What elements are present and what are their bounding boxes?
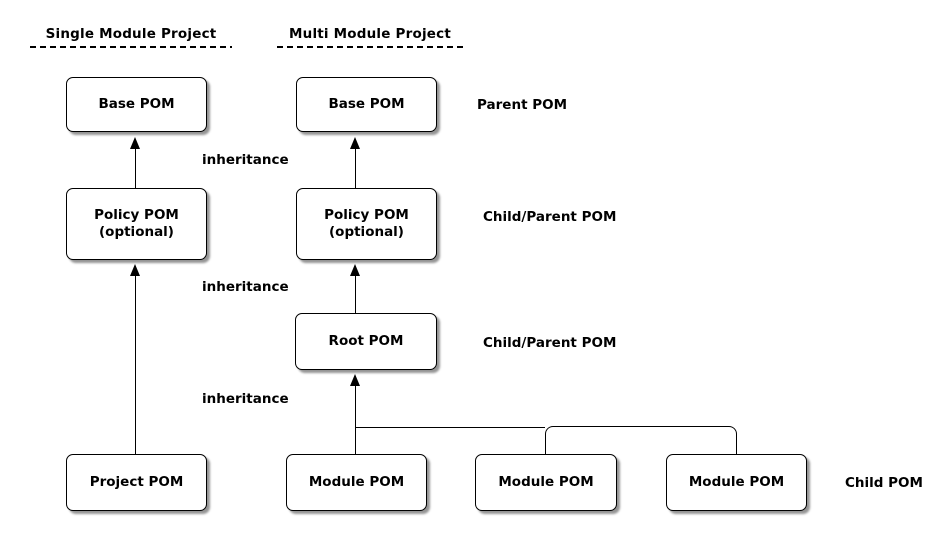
role-label-child-parent-pom-2: Child/Parent POM	[483, 335, 617, 351]
box-base-pom-multi: Base POM	[296, 77, 437, 132]
box-base-pom-single: Base POM	[66, 77, 207, 132]
arrowhead-up-icon	[350, 137, 360, 149]
column-header-single-module-project: Single Module Project	[45, 26, 217, 42]
arrowhead-up-icon	[130, 137, 140, 149]
box-label: Module POM	[308, 474, 405, 490]
edge-label-inheritance-2: inheritance	[202, 279, 289, 295]
dashed-underline-single	[30, 46, 232, 48]
box-label: Module POM	[688, 474, 785, 490]
box-label: Policy POM	[94, 207, 179, 223]
role-label-parent-pom: Parent POM	[477, 97, 568, 113]
dashed-underline-multi	[277, 46, 463, 48]
column-header-multi-module-project: Multi Module Project	[289, 26, 451, 42]
arrowhead-up-icon	[350, 374, 360, 386]
box-root-pom: Root POM	[295, 313, 437, 370]
box-label: Project POM	[89, 474, 184, 490]
role-label-child-pom: Child POM	[845, 475, 923, 491]
box-label: Base POM	[328, 96, 405, 112]
box-project-pom: Project POM	[66, 454, 207, 511]
arrow-line-policy-to-base-single	[134, 149, 136, 188]
role-label-child-parent-pom-1: Child/Parent POM	[483, 209, 617, 225]
box-module-pom-3: Module POM	[666, 454, 807, 511]
arrow-line-modules-to-root	[354, 386, 356, 454]
box-label: Root POM	[328, 333, 404, 349]
box-label: Policy POM	[324, 207, 409, 223]
box-policy-pom-single: Policy POM (optional)	[66, 188, 207, 260]
box-policy-pom-multi: Policy POM (optional)	[296, 188, 437, 260]
arrow-line-project-to-policy	[134, 276, 136, 454]
arrowhead-up-icon	[130, 264, 140, 276]
box-label: Module POM	[498, 474, 594, 490]
edge-label-inheritance-3: inheritance	[202, 391, 289, 407]
arrowhead-up-icon	[350, 264, 360, 276]
connector-horizontal-line	[355, 426, 545, 428]
box-module-pom-2: Module POM	[475, 454, 617, 511]
box-sublabel: (optional)	[329, 224, 404, 240]
box-module-pom-1: Module POM	[286, 454, 427, 511]
box-label: Base POM	[98, 96, 175, 112]
arrow-line-root-to-policy	[354, 276, 356, 313]
edge-label-inheritance-1: inheritance	[202, 152, 289, 168]
connector-bracket-modules	[545, 426, 737, 455]
arrow-line-policy-to-base-multi	[354, 149, 356, 188]
box-sublabel: (optional)	[99, 224, 174, 240]
